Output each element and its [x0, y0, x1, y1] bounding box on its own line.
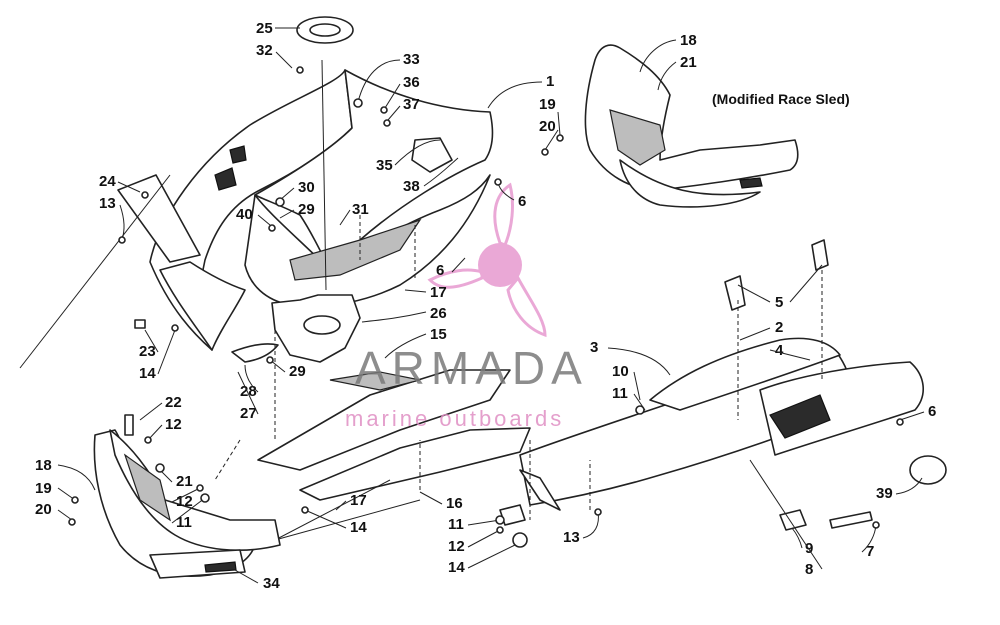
watermark-tagline: marine outboards — [345, 406, 564, 431]
callout-9: 9 — [805, 540, 813, 557]
callout-27: 27 — [240, 405, 257, 422]
callout-12c: 12 — [448, 538, 465, 555]
callout-2: 2 — [775, 319, 783, 336]
callout-29a: 29 — [298, 201, 315, 218]
callout-13b: 13 — [563, 529, 580, 546]
callout-6a: 6 — [518, 193, 526, 210]
callout-14b: 14 — [350, 519, 367, 536]
callout-8: 8 — [805, 561, 813, 578]
callout-36: 36 — [403, 74, 420, 91]
tunnel-assembly — [499, 239, 947, 548]
callout-18a: 18 — [680, 32, 697, 49]
callout-15: 15 — [430, 326, 447, 343]
callout-6b: 6 — [436, 262, 444, 279]
callout-labels: 25 32 33 36 37 1 19 20 18 21 35 38 24 13… — [35, 20, 936, 592]
propeller-logo-icon — [427, 182, 547, 338]
running-board-assembly — [257, 369, 531, 541]
callout-7: 7 — [866, 543, 874, 560]
callout-32: 32 — [256, 42, 273, 59]
front-bumper-assembly — [93, 414, 281, 579]
callout-13a: 13 — [99, 195, 116, 212]
callout-23: 23 — [139, 343, 156, 360]
callout-17a: 17 — [430, 284, 447, 301]
dashed-guides — [214, 215, 823, 520]
callout-37: 37 — [403, 96, 420, 113]
callout-34: 34 — [263, 575, 280, 592]
callout-14c: 14 — [448, 559, 465, 576]
hardware-fasteners — [68, 66, 904, 534]
callout-16: 16 — [446, 495, 463, 512]
callout-12b: 12 — [176, 493, 193, 510]
callout-38: 38 — [403, 178, 420, 195]
callout-3: 3 — [590, 339, 598, 356]
callout-19b: 19 — [35, 480, 52, 497]
callout-12a: 12 — [165, 416, 182, 433]
callout-26: 26 — [430, 305, 447, 322]
callout-18b: 18 — [35, 457, 52, 474]
callout-11c: 11 — [448, 516, 464, 533]
callout-35: 35 — [376, 157, 393, 174]
watermark-name: ARMADA — [355, 342, 588, 394]
callout-6c: 6 — [928, 403, 936, 420]
callout-28: 28 — [240, 383, 257, 400]
callout-29b: 29 — [289, 363, 306, 380]
callout-20b: 20 — [35, 501, 52, 518]
callout-1: 1 — [546, 73, 554, 90]
diagram-caption: (Modified Race Sled) — [712, 91, 850, 107]
callout-24: 24 — [99, 173, 116, 190]
callout-17b: 17 — [350, 492, 367, 509]
callout-39: 39 — [876, 485, 893, 502]
callout-21b: 21 — [176, 473, 193, 490]
callout-31: 31 — [352, 201, 369, 218]
callout-40: 40 — [236, 206, 253, 223]
front-belly-pan — [19, 16, 494, 369]
callout-14a: 14 — [139, 365, 156, 382]
callout-25: 25 — [256, 20, 273, 37]
callout-10: 10 — [612, 363, 629, 380]
callout-30: 30 — [298, 179, 315, 196]
callout-22: 22 — [165, 394, 182, 411]
callout-20a: 20 — [539, 118, 556, 135]
callout-33: 33 — [403, 51, 420, 68]
callout-5: 5 — [775, 294, 783, 311]
callout-4: 4 — [775, 342, 784, 359]
callout-21a: 21 — [680, 54, 697, 71]
race-sled-front — [584, 44, 799, 208]
callout-11a: 11 — [612, 385, 628, 402]
callout-11b: 11 — [176, 514, 192, 531]
callout-19a: 19 — [539, 96, 556, 113]
